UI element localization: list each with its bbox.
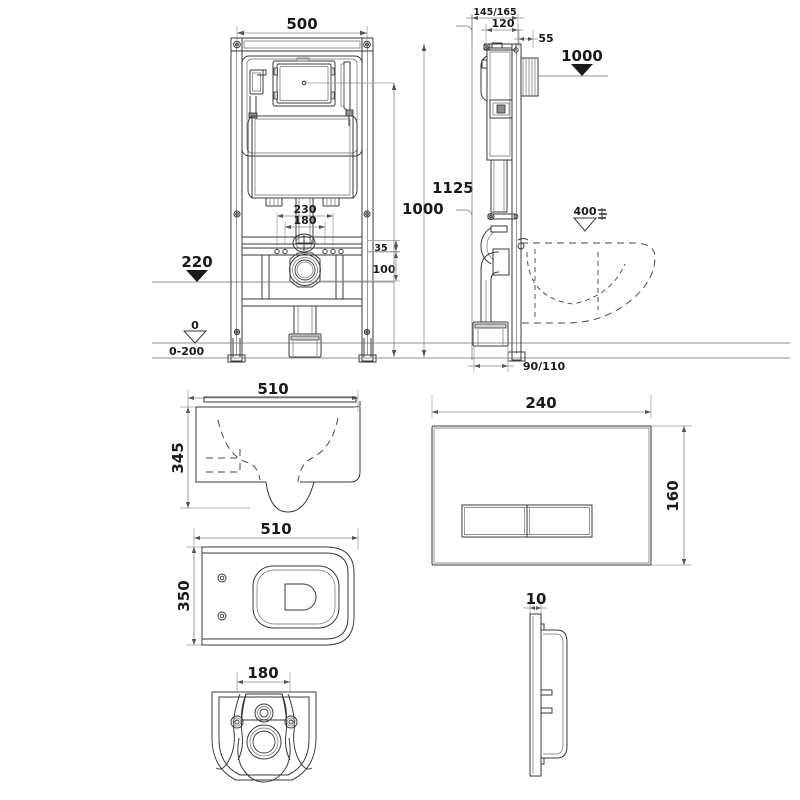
dim-label-345: 345 bbox=[169, 442, 187, 473]
dim-label-1000-front: 1000 bbox=[402, 200, 444, 218]
dim-label-350: 350 bbox=[175, 580, 193, 611]
level-marker-0: 0 0-200 bbox=[152, 319, 790, 358]
dim-label-240: 240 bbox=[525, 394, 556, 412]
view-flush-plate-front: 240 160 bbox=[432, 394, 692, 565]
dim-label-510-side: 510 bbox=[257, 380, 288, 398]
dim-label-90-110: 90/110 bbox=[523, 360, 566, 373]
level-label-400: 400 bbox=[574, 205, 597, 218]
dim-510-top: 510 bbox=[194, 520, 358, 550]
level-marker-1000-side: 1000 bbox=[538, 47, 608, 76]
dim-1000-front: 1000 bbox=[391, 83, 444, 357]
dim-345: 345 bbox=[169, 407, 250, 508]
dim-180-front: 180 bbox=[285, 214, 325, 244]
dim-230: 230 bbox=[277, 203, 333, 246]
dim-180-back: 180 bbox=[237, 664, 290, 692]
view-wc-side: 510 345 bbox=[169, 380, 360, 512]
dim-100: 100 bbox=[320, 252, 400, 281]
dim-label-180-front: 180 bbox=[294, 214, 317, 227]
view-frame-side: 145/165 120 55 bbox=[456, 7, 655, 373]
flush-plate-mounted bbox=[521, 58, 538, 96]
view-flush-plate-side: 10 bbox=[524, 590, 567, 776]
dim-label-120: 120 bbox=[492, 17, 515, 30]
dim-label-35: 35 bbox=[374, 243, 387, 254]
level-label-0: 0 bbox=[191, 319, 199, 332]
dim-350: 350 bbox=[175, 547, 202, 645]
view-wc-back: 180 bbox=[212, 664, 316, 782]
view-frame-front: 500 bbox=[152, 15, 790, 362]
dim-label-55: 55 bbox=[538, 32, 553, 45]
dim-label-1125: 1125 bbox=[432, 179, 474, 197]
cistern-body bbox=[242, 56, 394, 206]
wc-back-outline bbox=[212, 692, 316, 782]
dim-160: 160 bbox=[651, 426, 692, 565]
wc-side-outline bbox=[196, 397, 360, 512]
dim-90-110: 90/110 bbox=[468, 346, 565, 373]
dim-500-width: 500 bbox=[237, 15, 367, 46]
frame-structure bbox=[228, 38, 376, 362]
drain-stack bbox=[289, 306, 321, 357]
level-marker-400: 400 bbox=[574, 205, 607, 231]
dim-55: 55 bbox=[514, 30, 554, 48]
dim-label-500: 500 bbox=[286, 15, 317, 33]
dim-label-160: 160 bbox=[664, 480, 682, 511]
dim-120: 120 bbox=[481, 17, 523, 46]
dim-label-10: 10 bbox=[526, 590, 547, 608]
level-label-1000-side: 1000 bbox=[561, 47, 603, 65]
dim-10: 10 bbox=[524, 590, 547, 616]
wc-top-outline bbox=[202, 547, 354, 645]
waste-outlet-collar bbox=[290, 253, 321, 287]
level-label-0-200: 0-200 bbox=[169, 345, 205, 358]
level-marker-220: 220 bbox=[152, 253, 394, 282]
dim-label-230: 230 bbox=[294, 203, 317, 216]
waste-elbow bbox=[473, 249, 509, 346]
dim-label-180-back: 180 bbox=[247, 664, 278, 682]
dim-1125: 1125 bbox=[421, 44, 474, 357]
wc-bowl-side-dashed bbox=[518, 239, 655, 324]
view-wc-top: 510 350 bbox=[175, 520, 358, 645]
dim-label-510-top: 510 bbox=[260, 520, 291, 538]
dim-label-100: 100 bbox=[373, 263, 396, 276]
flush-plate-profile bbox=[530, 614, 567, 776]
flush-plate-body bbox=[432, 426, 651, 565]
dim-35: 35 bbox=[368, 241, 400, 254]
level-label-220: 220 bbox=[181, 253, 212, 271]
level-hatch-icon bbox=[598, 208, 607, 220]
dim-240: 240 bbox=[432, 394, 651, 418]
dim-label-145-165: 145/165 bbox=[473, 7, 516, 18]
